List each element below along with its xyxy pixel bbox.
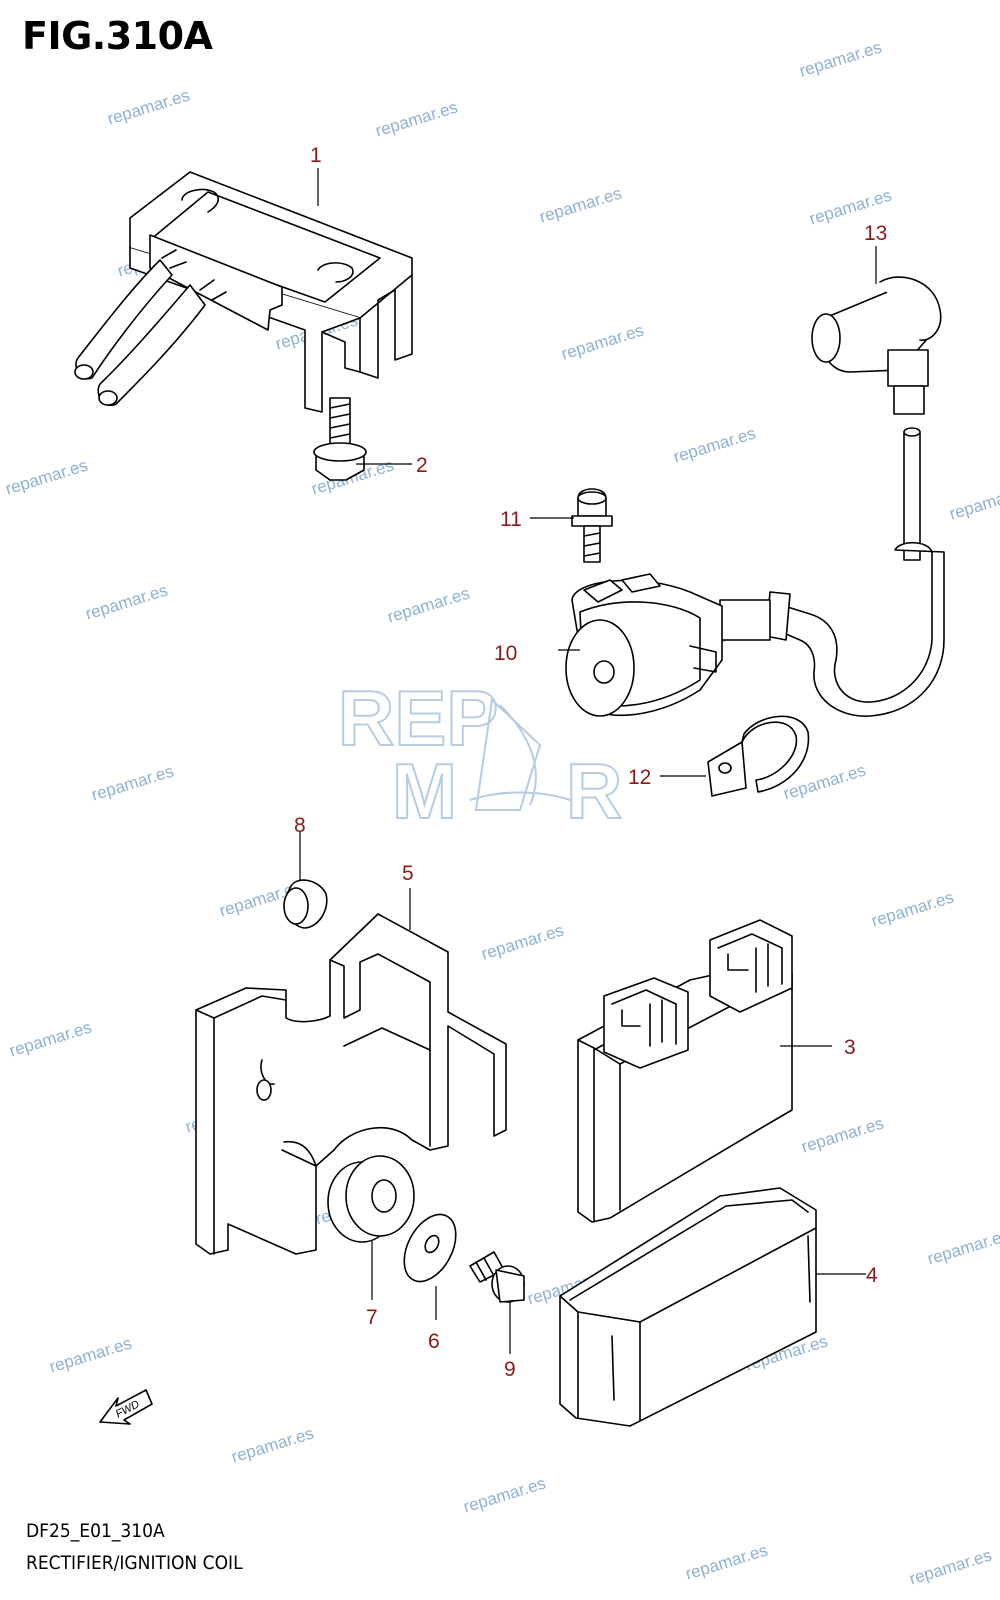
part-11-bolt: [571, 488, 613, 563]
model-code: DF25_E01_310A: [26, 1520, 165, 1542]
part-10-ignition-coil: [565, 427, 945, 717]
svg-text:M: M: [392, 747, 457, 835]
callout-10: 10: [494, 642, 517, 665]
part-5-bracket: [195, 913, 507, 1255]
repamar-logo-watermark: REP M R: [337, 673, 623, 836]
part-1-rectifier: [74, 171, 413, 413]
figure-title: FIG.310A: [22, 14, 213, 58]
leader-lines: [299, 168, 877, 1354]
callout-6: 6: [428, 1330, 440, 1353]
callout-13: 13: [864, 222, 887, 245]
part-3-cdi-unit: [577, 919, 793, 1223]
callout-11: 11: [500, 508, 522, 531]
callout-4: 4: [866, 1264, 878, 1287]
svg-text:REP: REP: [338, 674, 498, 762]
callout-3: 3: [844, 1036, 856, 1059]
callout-2: 2: [416, 454, 428, 477]
part-7-grommet: [327, 1155, 415, 1243]
svg-text:R: R: [566, 747, 622, 835]
callout-9: 9: [504, 1358, 516, 1381]
part-13-plug-cap: [811, 276, 942, 415]
part-9-bolt: [469, 1251, 525, 1303]
part-4-cover: [559, 1187, 817, 1427]
callout-5: 5: [402, 862, 414, 885]
part-8-cap: [283, 879, 328, 929]
callout-8: 8: [294, 814, 306, 837]
callout-1: 1: [310, 144, 322, 167]
callout-12: 12: [628, 766, 651, 789]
fwd-arrow-icon: FWD: [99, 1389, 153, 1425]
part-6-washer: [403, 1213, 457, 1283]
part-2-bolt: [313, 397, 367, 481]
callout-7: 7: [366, 1306, 378, 1329]
diagram-title: RECTIFIER/IGNITION COIL: [26, 1552, 243, 1574]
part-12-clamp: [707, 715, 810, 797]
